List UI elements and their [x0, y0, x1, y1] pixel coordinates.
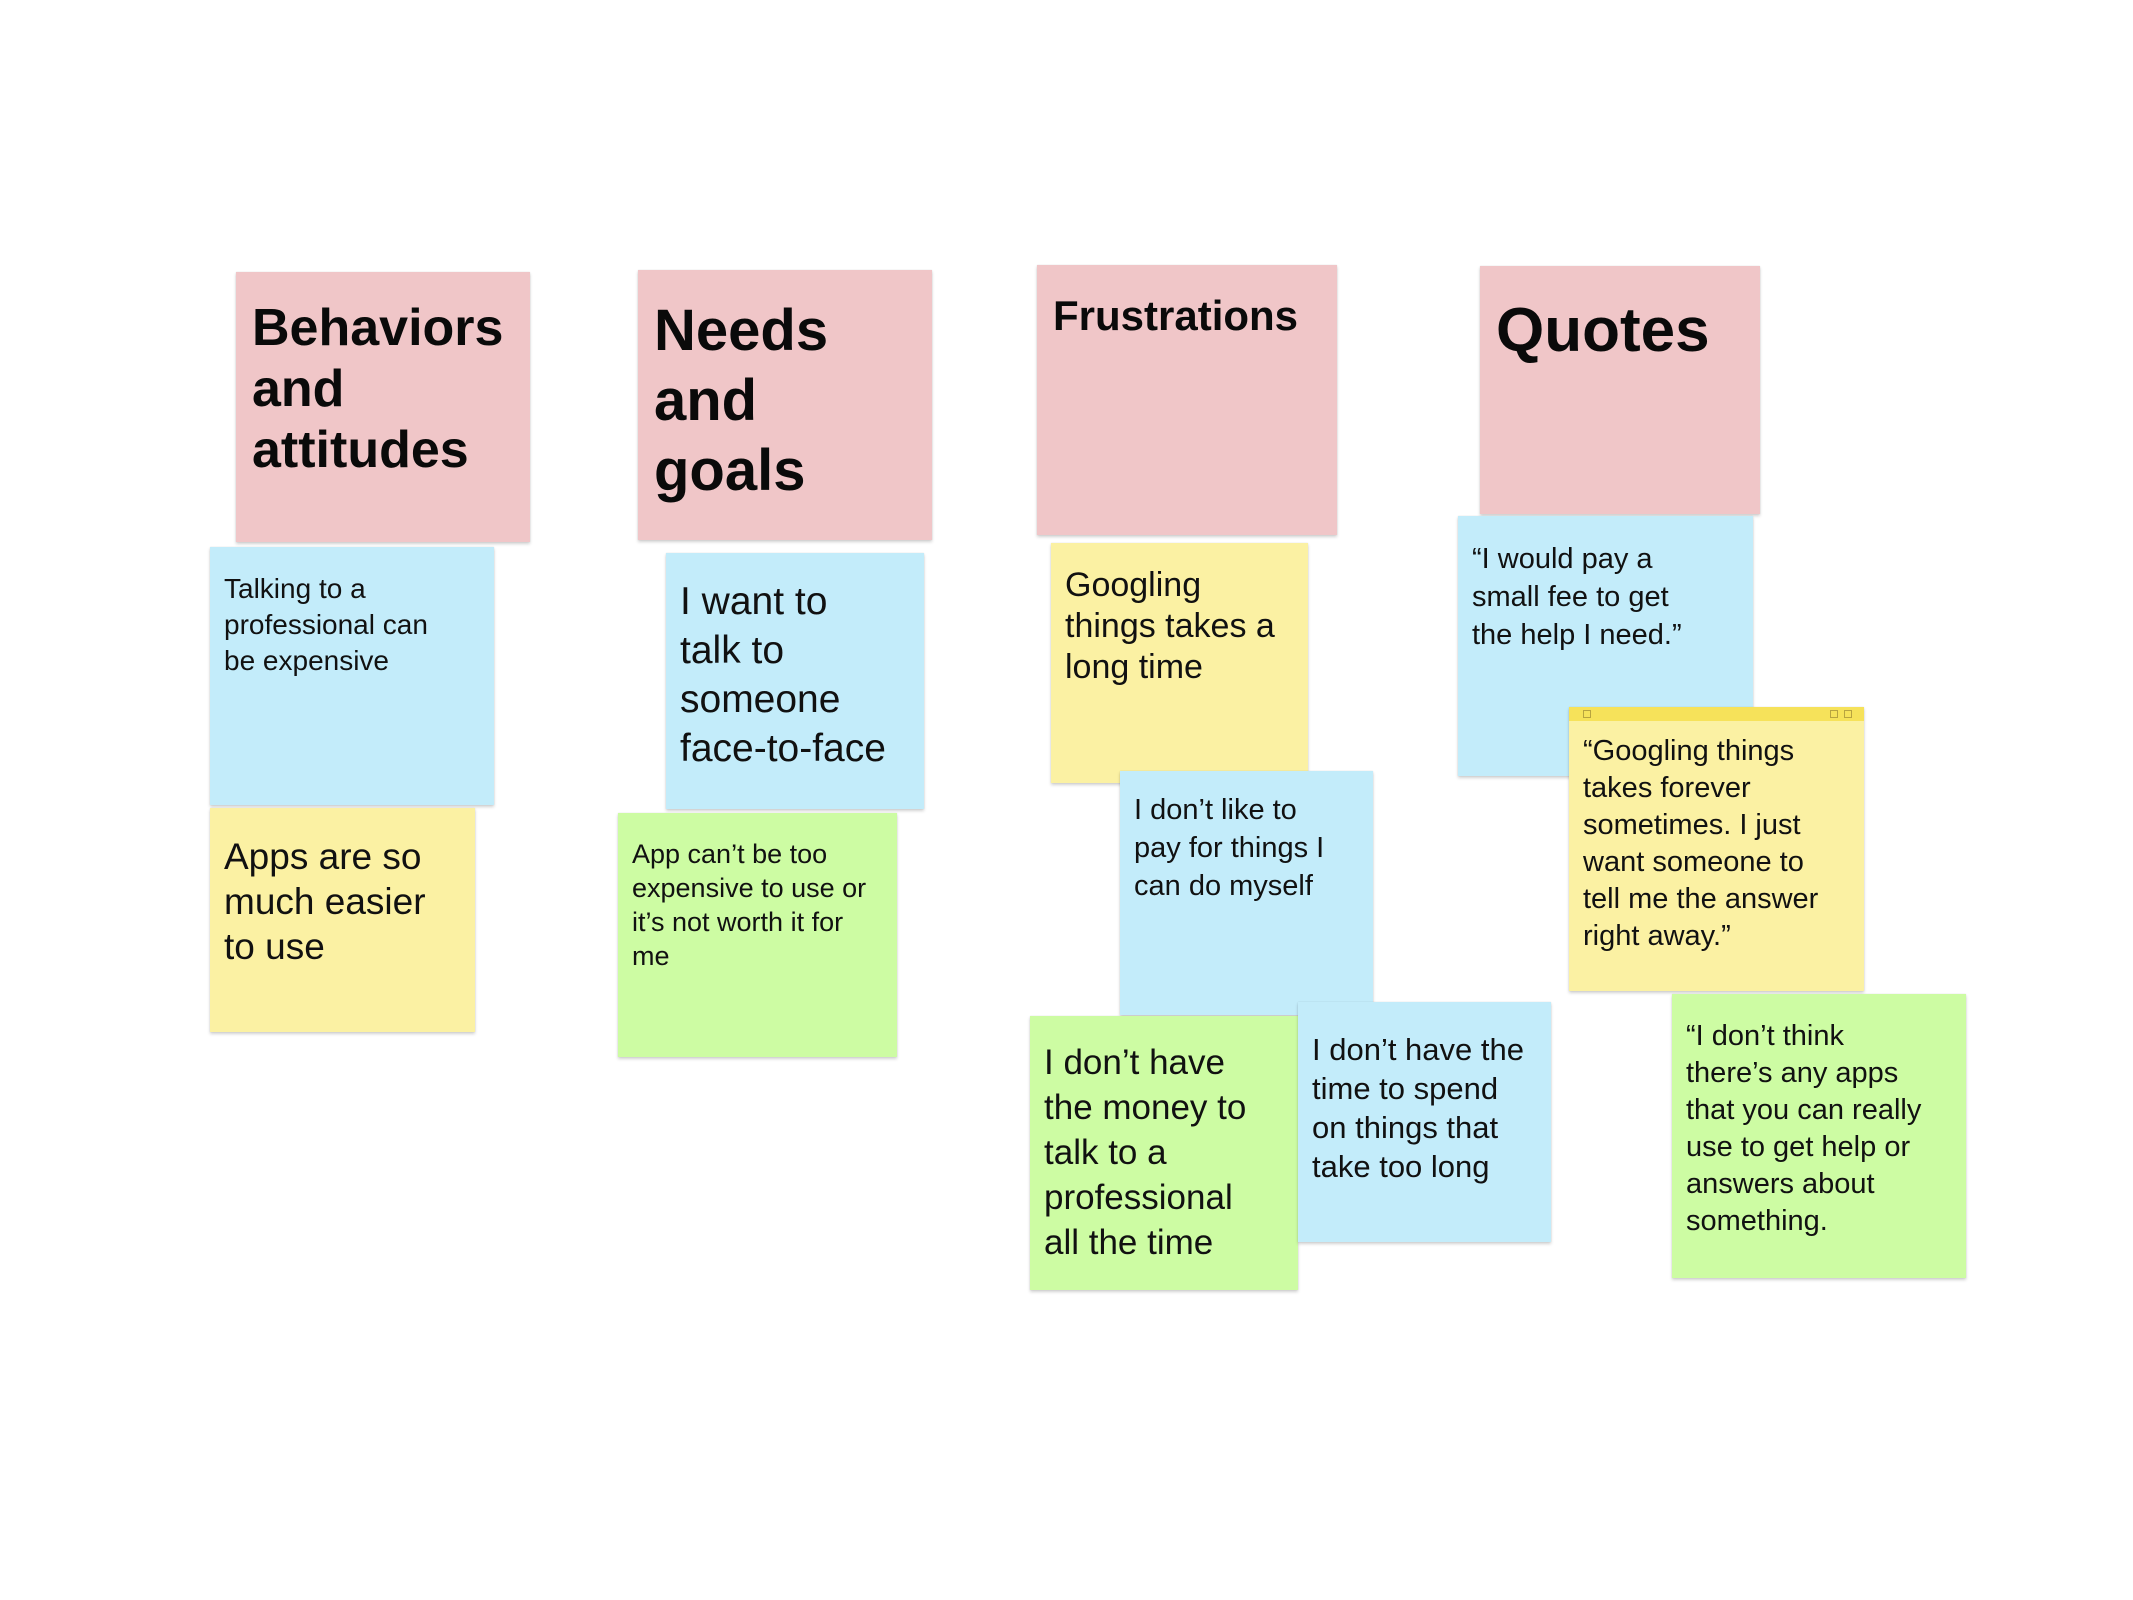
selection-bar [1569, 707, 1864, 721]
note-text: “Googling things takes forever sometimes… [1583, 735, 1819, 952]
sticky-note-dont-think-apps[interactable]: “I don’t think there’s any apps that you… [1672, 994, 1966, 1278]
header-label: Quotes [1496, 296, 1710, 365]
note-text: Apps are so much easier to use [224, 836, 426, 967]
sticky-note-apps-easier[interactable]: Apps are so much easier to use [210, 808, 475, 1032]
resize-handle-icon[interactable] [1830, 710, 1838, 718]
note-text: I don’t like to pay for things I can do … [1134, 794, 1325, 902]
sticky-note-talking-to-professional[interactable]: Talking to a professional can be expensi… [210, 547, 494, 805]
sticky-note-face-to-face[interactable]: I want to talk to someone face-to-face [666, 553, 924, 809]
note-text: Googling things takes a long time [1065, 566, 1275, 686]
sticky-note-googling-forever-selected[interactable]: “Googling things takes forever sometimes… [1569, 707, 1864, 991]
note-text: “I would pay a small fee to get the help… [1472, 543, 1682, 651]
note-text: “I don’t think there’s any apps that you… [1686, 1020, 1922, 1237]
note-text: I don’t have the money to talk to a prof… [1044, 1043, 1247, 1262]
header-label: Behaviors and attitudes [252, 299, 504, 479]
sticky-note-no-money[interactable]: I don’t have the money to talk to a prof… [1030, 1016, 1298, 1290]
note-text: I want to talk to someone face-to-face [680, 580, 886, 770]
resize-handle-icon[interactable] [1844, 710, 1852, 718]
header-needs-and-goals[interactable]: Needs and goals [638, 270, 932, 540]
header-behaviors-and-attitudes[interactable]: Behaviors and attitudes [236, 272, 530, 542]
header-label: Frustrations [1053, 292, 1299, 339]
note-text: Talking to a professional can be expensi… [224, 573, 428, 676]
note-text: App can’t be too expensive to use or it’… [632, 839, 867, 971]
sticky-note-googling-long-time[interactable]: Googling things takes a long time [1051, 543, 1308, 783]
resize-handle-icon[interactable] [1583, 710, 1591, 718]
header-quotes[interactable]: Quotes [1480, 266, 1760, 514]
header-label: Needs and goals [654, 298, 829, 503]
sticky-note-no-time[interactable]: I don’t have the time to spend on things… [1298, 1002, 1551, 1242]
sticky-note-dont-like-to-pay[interactable]: I don’t like to pay for things I can do … [1120, 771, 1373, 1015]
note-text: I don’t have the time to spend on things… [1312, 1032, 1524, 1184]
header-frustrations[interactable]: Frustrations [1037, 265, 1337, 535]
sticky-note-not-too-expensive[interactable]: App can’t be too expensive to use or it’… [618, 813, 897, 1057]
